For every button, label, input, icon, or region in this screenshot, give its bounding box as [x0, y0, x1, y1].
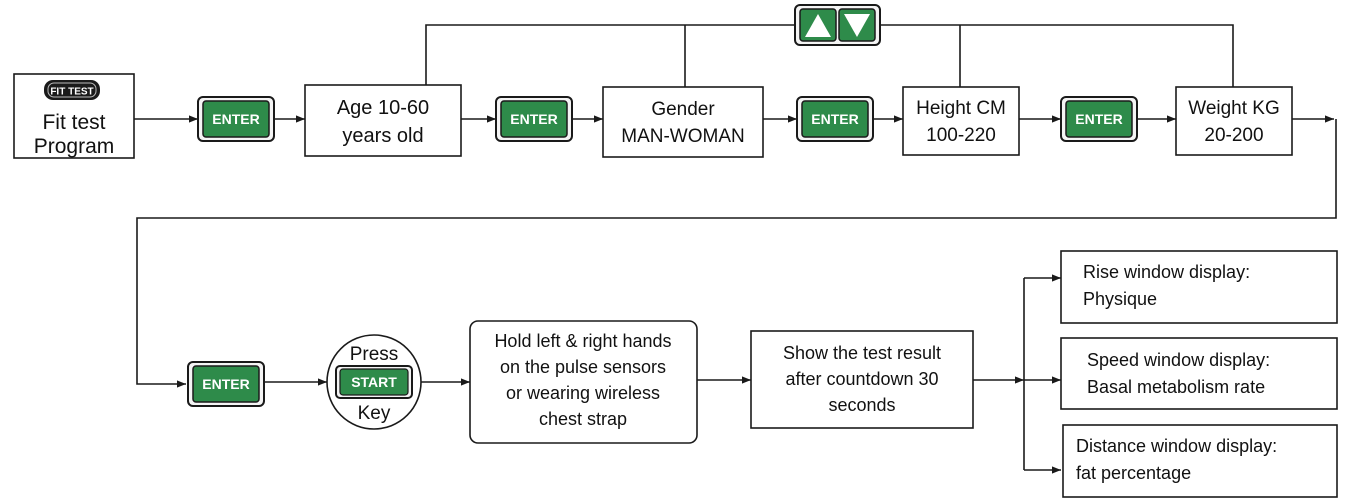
gender-box: Gender MAN-WOMAN	[602, 86, 764, 158]
output-line2: Basal metabolism rate	[1087, 377, 1265, 397]
rise-window-box: Rise window display: Physique	[1060, 250, 1338, 324]
key-label: Key	[358, 403, 391, 424]
weight-line2: 20-200	[1204, 125, 1263, 146]
enter-label: ENTER	[1075, 111, 1122, 127]
fit-test-program-box: FIT TEST Fit test Program	[13, 73, 135, 159]
age-box: Age 10-60 years old	[304, 84, 462, 157]
distance-window-box: Distance window display: fat percentage	[1062, 424, 1338, 498]
press-label: Press	[350, 344, 399, 365]
enter-key-3[interactable]: ENTER	[796, 96, 874, 142]
height-box: Height CM 100-220	[902, 86, 1020, 156]
hold-line4: chest strap	[539, 409, 627, 429]
down-arrow-icon	[844, 14, 870, 37]
output-line1: Rise window display:	[1083, 262, 1250, 282]
output-line2: fat percentage	[1076, 463, 1191, 483]
enter-key-5[interactable]: ENTER	[187, 361, 265, 407]
enter-label: ENTER	[212, 111, 259, 127]
enter-key-1[interactable]: ENTER	[197, 96, 275, 142]
pulse-sensor-box: Hold left & right hands on the pulse sen…	[469, 320, 698, 444]
start-label: START	[351, 374, 397, 390]
enter-label: ENTER	[510, 111, 557, 127]
enter-label: ENTER	[202, 376, 249, 392]
press-start-key: Press START Key	[326, 334, 422, 430]
gender-line2: MAN-WOMAN	[621, 126, 744, 147]
enter-label: ENTER	[811, 111, 858, 127]
up-arrow-icon	[805, 14, 831, 37]
up-down-keys[interactable]	[794, 4, 881, 46]
height-line1: Height CM	[916, 98, 1006, 119]
row-connector	[136, 119, 1337, 388]
enter-key-2[interactable]: ENTER	[495, 96, 573, 142]
speed-window-box: Speed window display: Basal metabolism r…	[1060, 337, 1338, 410]
fit-test-badge: FIT TEST	[50, 87, 93, 98]
output-line1: Speed window display:	[1087, 350, 1270, 370]
gender-line1: Gender	[651, 99, 715, 120]
age-line2: years old	[342, 125, 423, 147]
hold-line2: on the pulse sensors	[500, 357, 666, 377]
result-line1: Show the test result	[783, 343, 941, 363]
test-result-box: Show the test result after countdown 30 …	[750, 330, 974, 429]
weight-line1: Weight KG	[1188, 98, 1280, 119]
weight-box: Weight KG 20-200	[1175, 86, 1293, 156]
hold-line3: or wearing wireless	[506, 383, 660, 403]
output-line1: Distance window display:	[1076, 436, 1277, 456]
output-branches	[1023, 274, 1061, 474]
adjust-feedback-lines	[425, 24, 1234, 87]
height-line2: 100-220	[926, 125, 996, 146]
age-line1: Age 10-60	[337, 97, 429, 119]
start-line2: Program	[34, 135, 115, 158]
output-line2: Physique	[1083, 289, 1157, 309]
result-line2: after countdown 30	[785, 369, 938, 389]
result-line3: seconds	[828, 395, 895, 415]
fit-test-key[interactable]	[44, 80, 100, 100]
hold-line1: Hold left & right hands	[494, 331, 671, 351]
enter-key-4[interactable]: ENTER	[1060, 96, 1138, 142]
start-line1: Fit test	[42, 111, 105, 134]
